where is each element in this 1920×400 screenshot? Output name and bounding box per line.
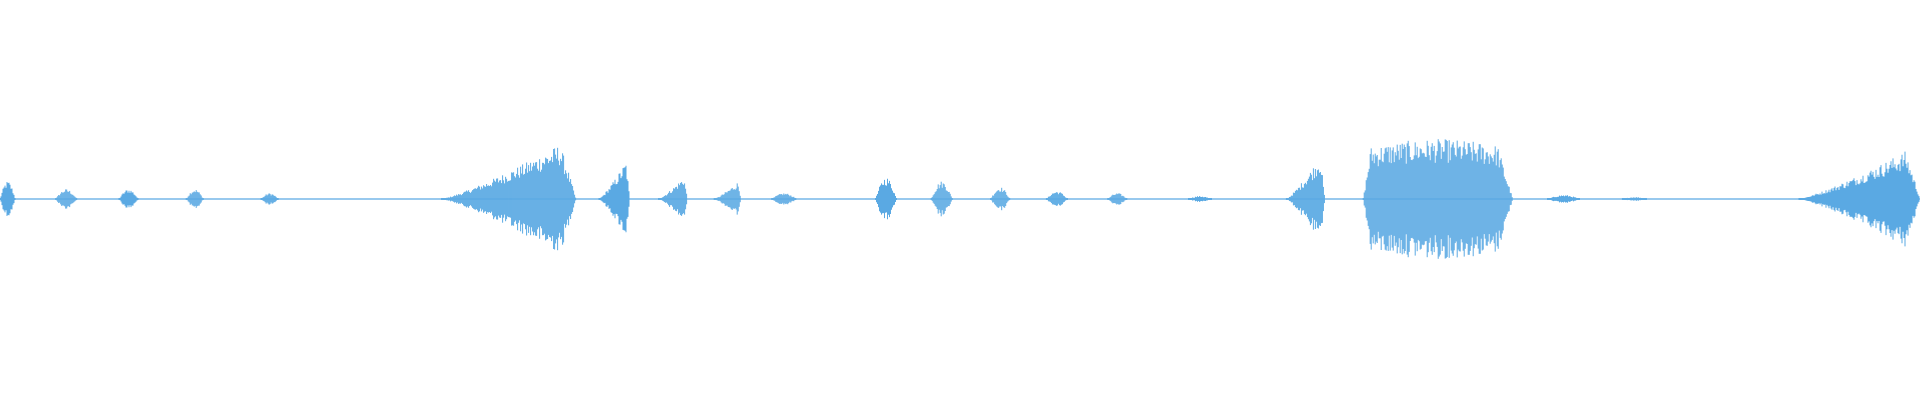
waveform-segment — [1107, 193, 1128, 205]
waveform-segment — [658, 182, 688, 216]
waveform-segment — [441, 147, 577, 251]
waveform-segment — [1285, 168, 1325, 230]
waveform-segment — [1188, 196, 1212, 202]
waveform-segment — [55, 189, 78, 209]
waveform-segment — [1621, 197, 1647, 201]
waveform-segment — [990, 187, 1011, 211]
waveform-segment — [598, 165, 630, 233]
waveform-segment — [771, 193, 797, 205]
waveform-segment — [185, 190, 204, 208]
waveform-segment — [1045, 192, 1068, 206]
waveform-segment — [1362, 139, 1513, 259]
waveform-segment — [1798, 151, 1920, 247]
waveform-segment — [1547, 195, 1580, 203]
waveform-segment — [930, 181, 953, 217]
waveform-segment — [0, 182, 16, 216]
waveform-segment — [875, 178, 897, 220]
waveform-bars — [0, 139, 1920, 259]
waveform-segment — [118, 190, 139, 208]
waveform-segment — [713, 183, 741, 215]
waveform-segment — [260, 193, 279, 205]
